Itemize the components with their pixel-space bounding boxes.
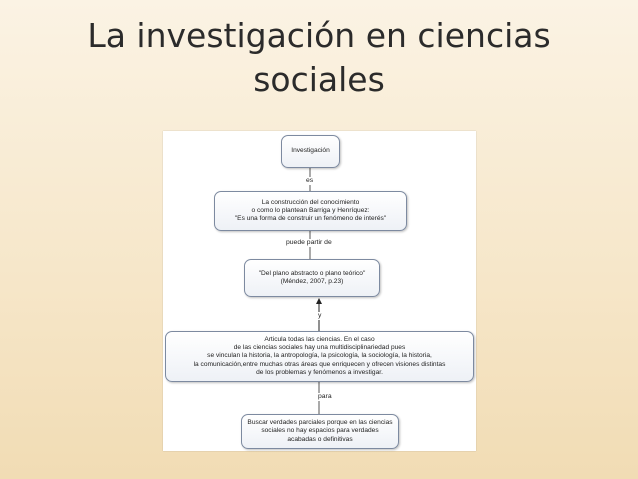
- concept-map: Investigación es La construcción del con…: [163, 131, 476, 451]
- link-label-es: es: [305, 177, 315, 185]
- link-label-puede-partir-de: puede partir de: [285, 239, 333, 247]
- node-investigacion: Investigación: [281, 135, 340, 168]
- slide-title-line-2: sociales: [253, 60, 385, 99]
- node-plano: "Del plano abstracto o plano teórico" (M…: [244, 259, 380, 297]
- slide-title: La investigación en ciencias sociales: [0, 14, 638, 102]
- slide-title-line-1: La investigación en ciencias: [87, 16, 551, 55]
- link-label-para: para: [317, 393, 333, 401]
- node-construccion: La construcción del conocimiento o como …: [214, 191, 407, 231]
- node-articula: Articula todas las ciencias. En el caso …: [165, 331, 474, 382]
- node-buscar: Buscar verdades parciales porque en las …: [241, 414, 399, 449]
- link-label-y: y: [317, 312, 323, 320]
